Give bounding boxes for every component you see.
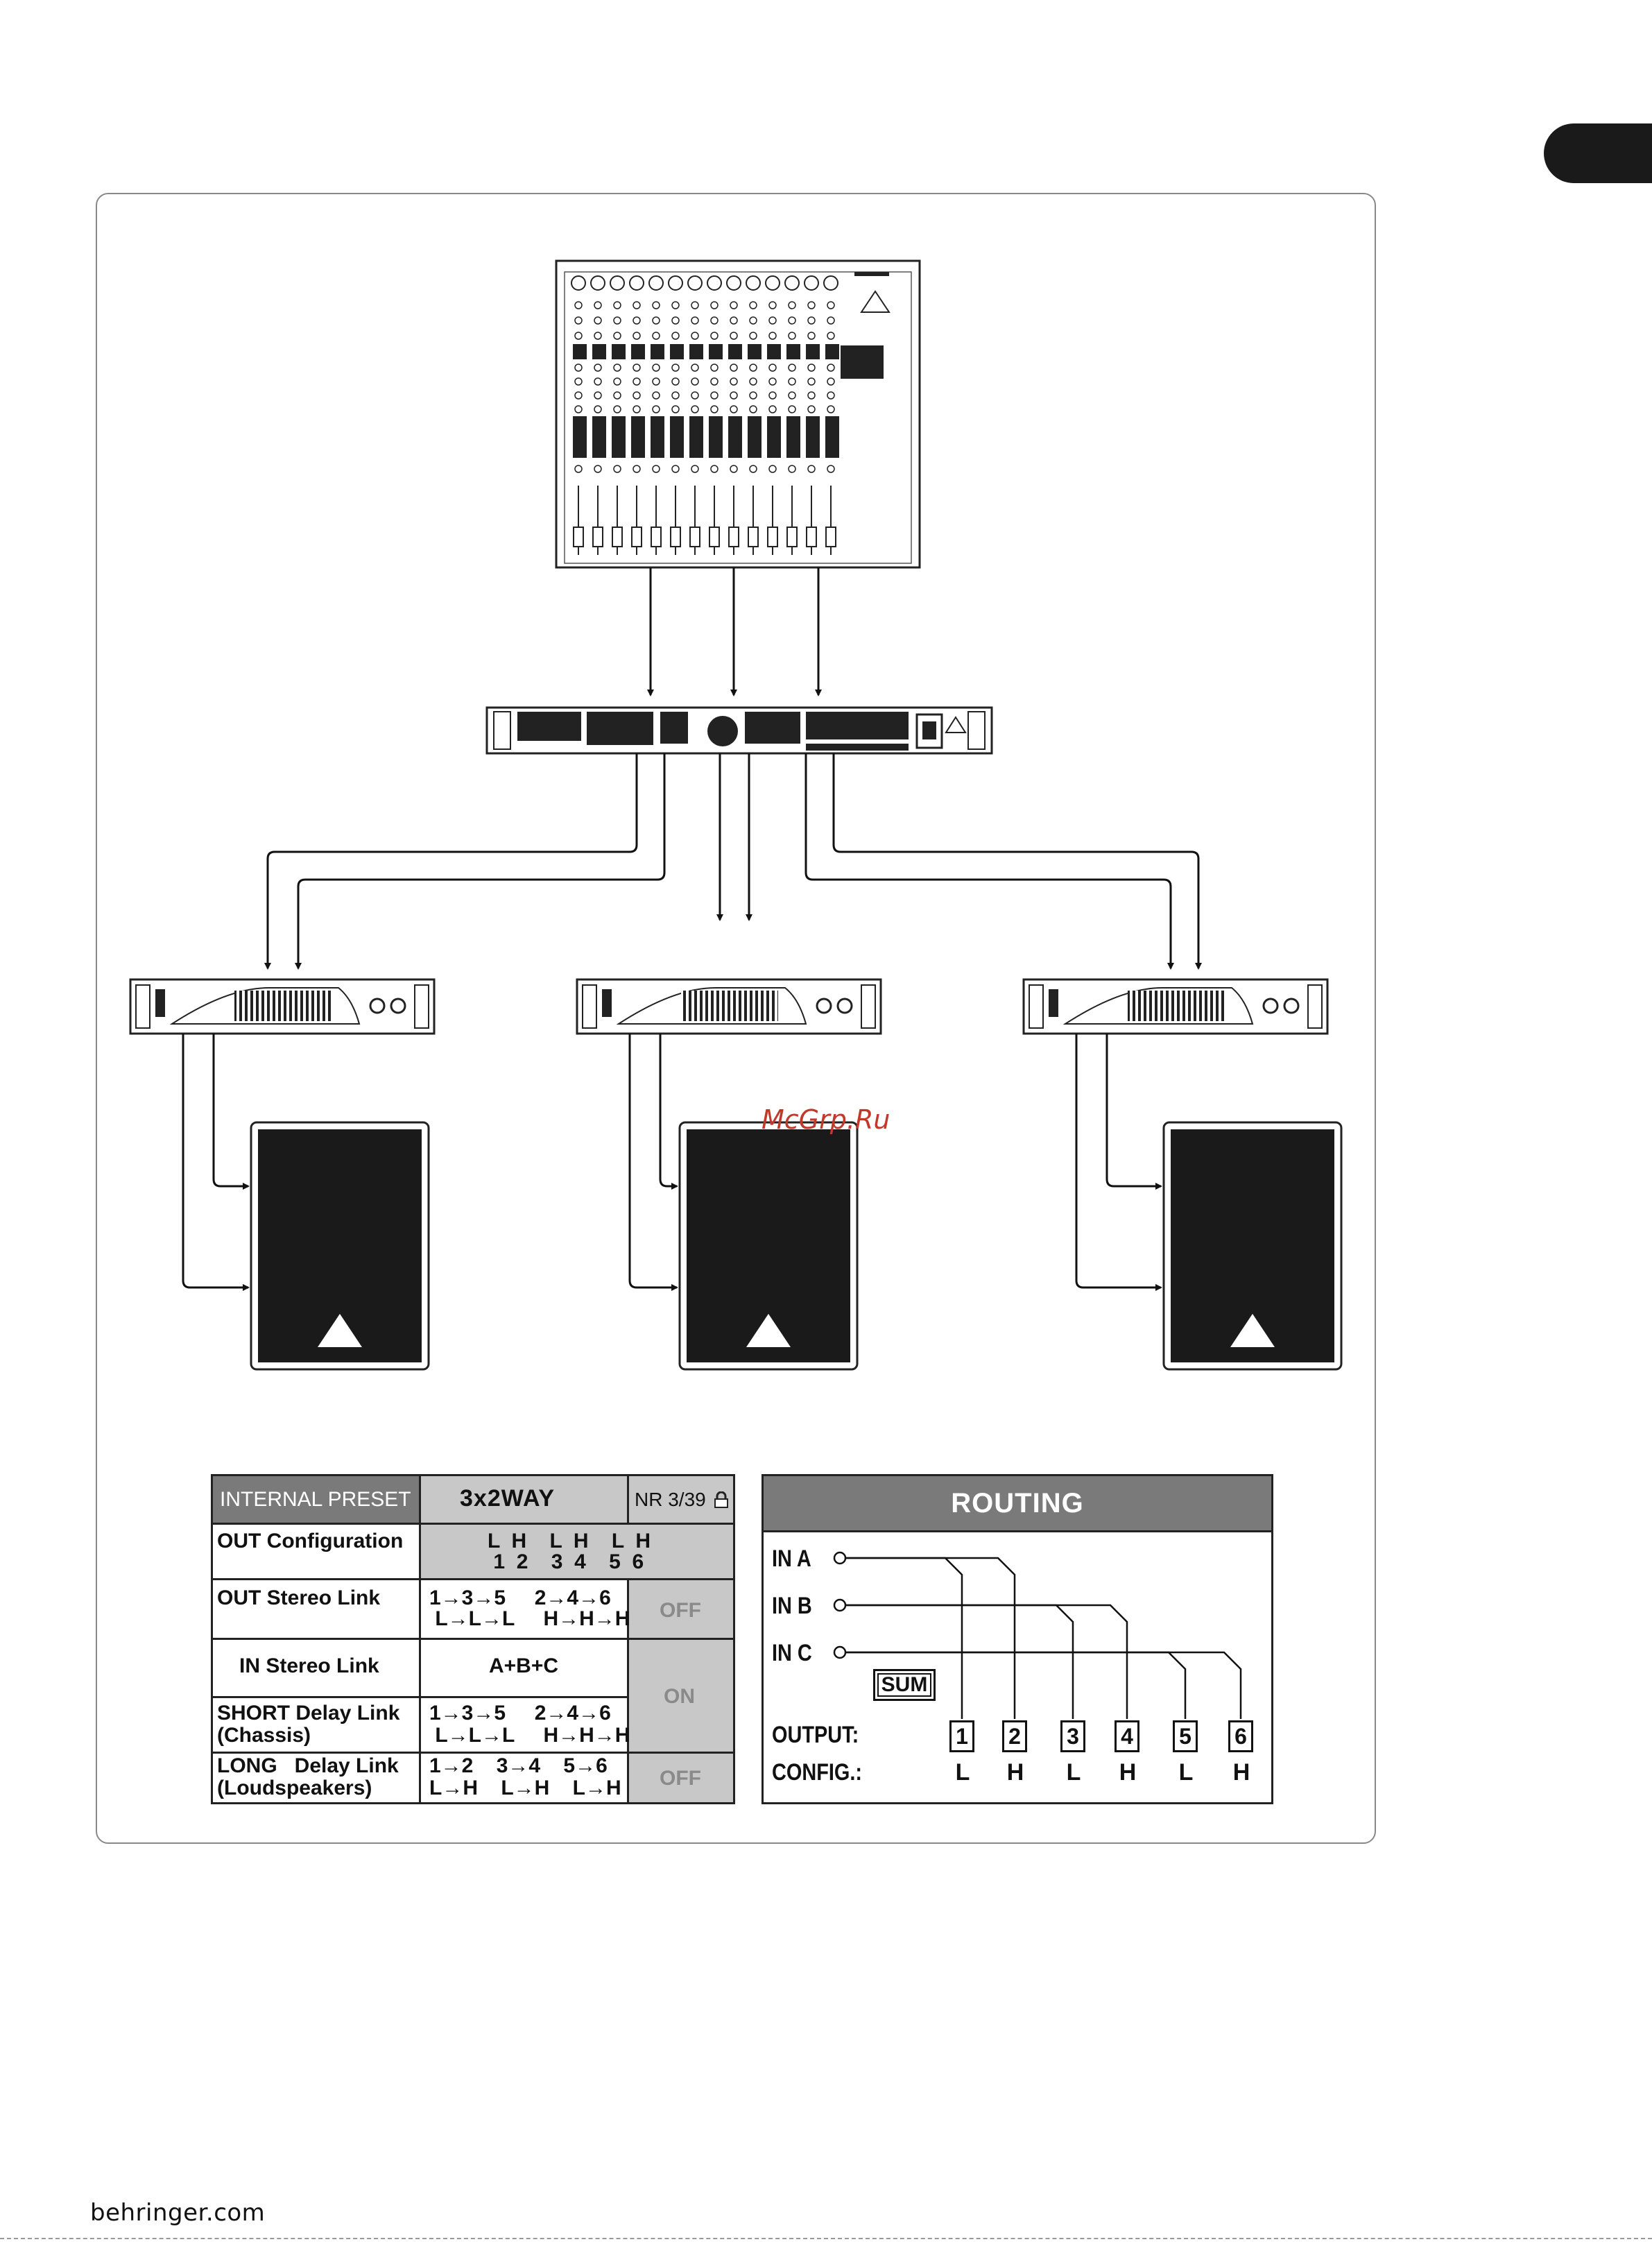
bottom-rule	[0, 2238, 1652, 2241]
mixer-console	[555, 259, 921, 569]
out-config-line2: 1 2 3 4 5 6	[488, 1550, 644, 1573]
long-delay-value-cell: 1→2 3→4 5→6 L→H L→H L→H	[421, 1754, 629, 1802]
config-label: CONFIG.:	[772, 1759, 863, 1786]
in-stereo-link-label-cell: IN Stereo Link	[213, 1640, 421, 1698]
out-stereo-link-value-cell: 1→3→5 2→4→6 L→L→L H→H→H	[421, 1580, 630, 1640]
out-stereo-link-line1: 1→3→5 2→4→6	[429, 1586, 611, 1609]
amplifier	[1022, 978, 1329, 1035]
sum-indicator: SUM	[873, 1669, 936, 1701]
shared-state-cell: ON	[629, 1640, 733, 1754]
preset-label-cell: INTERNAL PRESET	[213, 1476, 421, 1525]
out-stereo-link-line2: L→L→L H→H→H	[429, 1607, 630, 1630]
routing-panel: ROUTING IN A IN B IN C SUM OUTPUT: CONFI…	[762, 1474, 1273, 1804]
out-stereo-link-state-cell: OFF	[629, 1580, 733, 1640]
preset-nr-cell: NR 3/39	[629, 1476, 733, 1525]
crossover-outputs	[264, 753, 1202, 970]
short-delay-label: SHORT Delay Link	[217, 1702, 400, 1725]
output-box-5: 5	[1173, 1720, 1198, 1752]
short-delay-label-cell: SHORT Delay Link (Chassis)	[213, 1698, 421, 1754]
short-delay-value-cell: 1→3→5 2→4→6 L→L→L H→H→H	[421, 1698, 630, 1754]
out-stereo-link-label-cell: OUT Stereo Link	[213, 1580, 421, 1640]
input-label-a: IN A	[772, 1546, 811, 1572]
out-config-label-cell: OUT Configuration	[213, 1525, 421, 1580]
long-delay-label: LONG Delay Link	[217, 1754, 399, 1777]
input-label-b: IN B	[772, 1593, 812, 1619]
config-4: H	[1119, 1759, 1137, 1786]
in-stereo-link-value: A+B+C	[489, 1654, 559, 1677]
out-config-label: OUT Configuration	[217, 1530, 404, 1552]
loudspeaker	[250, 1121, 430, 1371]
output-box-2: 2	[1002, 1720, 1027, 1752]
config-1: L	[955, 1759, 970, 1786]
config-5: L	[1178, 1759, 1194, 1786]
in-stereo-link-value-cell: A+B+C	[421, 1640, 629, 1698]
routing-lines	[833, 1551, 1242, 1719]
long-delay-state-cell: OFF	[629, 1754, 733, 1802]
routing-title: ROUTING	[764, 1476, 1271, 1532]
short-delay-line1: 1→3→5 2→4→6	[429, 1702, 611, 1725]
long-delay-line2: L→H L→H L→H	[429, 1777, 621, 1799]
config-6: H	[1232, 1759, 1250, 1786]
diagram-frame	[96, 193, 1376, 1844]
watermark: McGrp.Ru	[762, 1104, 890, 1135]
out-stereo-link-state: OFF	[660, 1599, 701, 1622]
long-delay-label-cell: LONG Delay Link (Loudspeakers)	[213, 1754, 421, 1802]
shared-state: ON	[664, 1685, 695, 1708]
footer-site: behringer.com	[90, 2199, 266, 2227]
long-delay-sublabel: (Loudspeakers)	[217, 1777, 372, 1799]
out-config-value-cell: L H L H L H 1 2 3 4 5 6	[421, 1525, 733, 1580]
output-label: OUTPUT:	[772, 1722, 859, 1748]
in-stereo-link-label: IN Stereo Link	[239, 1654, 379, 1677]
loudspeaker	[678, 1121, 859, 1371]
long-delay-state: OFF	[660, 1767, 701, 1790]
output-box-1: 1	[949, 1720, 974, 1752]
output-box-3: 3	[1060, 1720, 1085, 1752]
config-2: H	[1006, 1759, 1024, 1786]
preset-name: 3x2WAY	[460, 1485, 556, 1512]
loudspeaker	[1162, 1121, 1343, 1371]
output-box-4: 4	[1115, 1720, 1139, 1752]
amplifier	[129, 978, 436, 1035]
crossover-unit	[485, 706, 993, 755]
lock-icon	[714, 1491, 728, 1508]
long-delay-line1: 1→2 3→4 5→6	[429, 1754, 608, 1777]
section-tab	[1544, 123, 1652, 183]
short-delay-line2: L→L→L H→H→H	[429, 1724, 630, 1747]
config-3: L	[1066, 1759, 1081, 1786]
power-amplifiers	[129, 978, 1329, 1035]
input-label-c: IN C	[772, 1640, 812, 1666]
preset-label: INTERNAL PRESET	[220, 1488, 411, 1511]
output-box-6: 6	[1228, 1720, 1253, 1752]
internal-preset-table: INTERNAL PRESET 3x2WAY NR 3/39 OUT Confi…	[211, 1474, 735, 1804]
out-stereo-link-label: OUT Stereo Link	[217, 1586, 381, 1609]
out-config-line1: L H L H L H	[488, 1530, 651, 1552]
preset-number: NR 3/39	[635, 1489, 706, 1510]
mixer-outputs	[647, 567, 822, 696]
preset-name-cell: 3x2WAY	[421, 1476, 629, 1525]
amplifier	[576, 978, 882, 1035]
short-delay-sublabel: (Chassis)	[217, 1724, 311, 1747]
loudspeakers	[250, 1121, 1343, 1371]
speaker-cables	[182, 1034, 1162, 1291]
